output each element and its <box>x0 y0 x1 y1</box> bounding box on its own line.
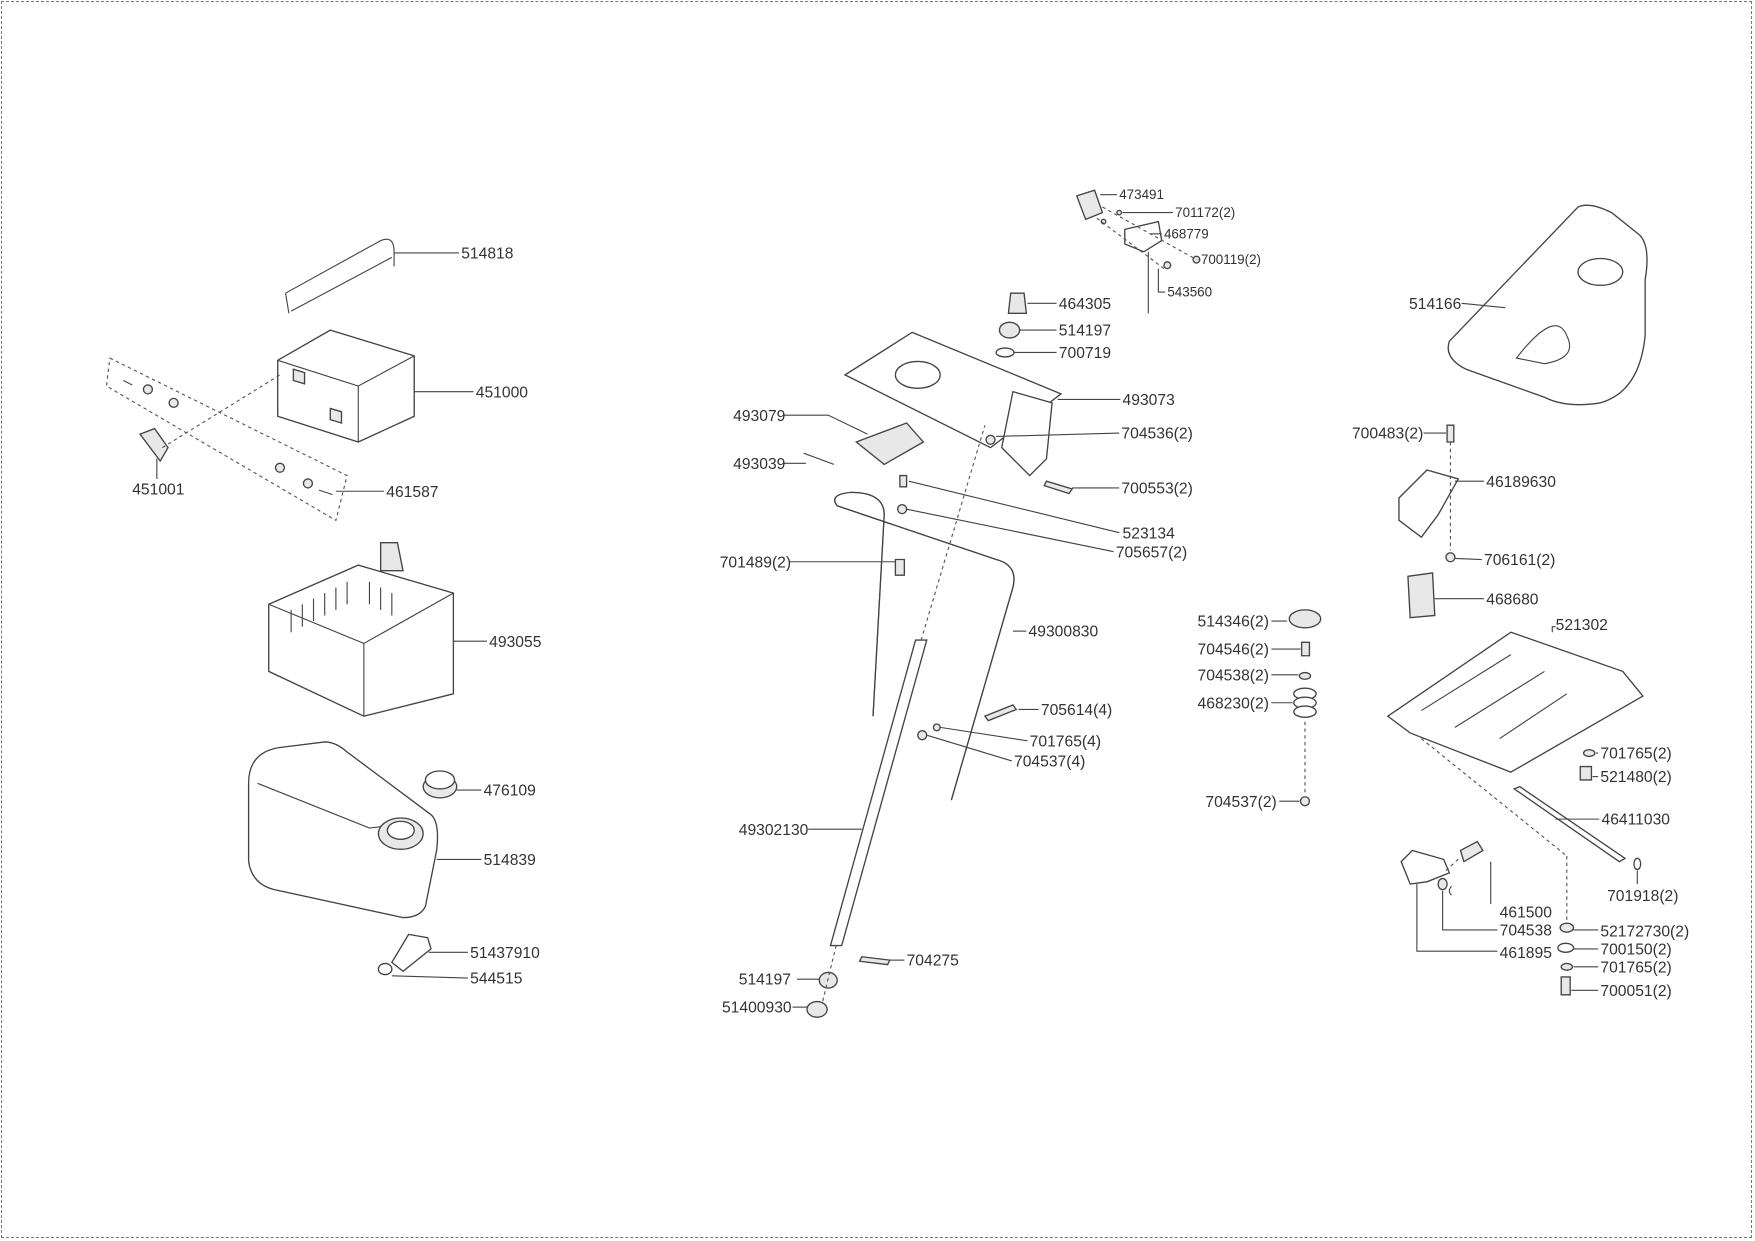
label-701765-4[interactable]: 701765(4) <box>1030 733 1101 750</box>
label-514818[interactable]: 514818 <box>461 245 514 262</box>
label-701918[interactable]: 701918(2) <box>1607 888 1678 905</box>
label-461895[interactable]: 461895 <box>1500 945 1553 962</box>
label-701765-2a[interactable]: 701765(2) <box>1600 746 1671 763</box>
label-51400930[interactable]: 51400930 <box>722 1000 792 1017</box>
label-704537-4[interactable]: 704537(4) <box>1014 754 1085 771</box>
label-468230[interactable]: 468230(2) <box>1198 695 1269 712</box>
label-706161[interactable]: 706161(2) <box>1484 552 1555 569</box>
label-493055[interactable]: 493055 <box>489 634 542 651</box>
label-514197-top[interactable]: 514197 <box>1059 323 1111 340</box>
part-514839-fuel-tank <box>247 741 482 919</box>
part-493079-bracket <box>783 414 925 466</box>
label-704538[interactable]: 704538 <box>1500 923 1553 940</box>
label-514166[interactable]: 514166 <box>1409 296 1462 313</box>
label-464305[interactable]: 464305 <box>1059 296 1112 313</box>
label-451000[interactable]: 451000 <box>476 384 529 401</box>
label-468779[interactable]: 468779 <box>1164 226 1209 241</box>
label-493073[interactable]: 493073 <box>1123 392 1176 409</box>
label-704275[interactable]: 704275 <box>907 953 960 970</box>
label-514346[interactable]: 514346(2) <box>1198 614 1269 631</box>
label-451001[interactable]: 451001 <box>132 482 184 499</box>
label-705657[interactable]: 705657(2) <box>1116 544 1187 561</box>
label-461587[interactable]: 461587 <box>386 484 438 501</box>
label-704536[interactable]: 704536(2) <box>1121 426 1192 443</box>
label-523134[interactable]: 523134 <box>1123 525 1176 542</box>
label-521302[interactable]: 521302 <box>1556 617 1608 634</box>
label-46411030[interactable]: 46411030 <box>1602 812 1671 829</box>
label-704546[interactable]: 704546(2) <box>1198 642 1269 659</box>
label-46189630[interactable]: 46189630 <box>1486 474 1556 491</box>
label-493079[interactable]: 493079 <box>733 408 785 425</box>
label-514197-bottom[interactable]: 514197 <box>739 972 791 989</box>
part-51437910-fuel-hose <box>377 933 468 979</box>
part-521302-seat-plate <box>1386 626 1644 924</box>
part-46411030-rod <box>1512 785 1642 885</box>
part-49302130-steering-shaft <box>792 425 986 1018</box>
label-543560[interactable]: 543560 <box>1167 285 1212 300</box>
label-700119[interactable]: 700119(2) <box>1201 252 1261 267</box>
part-493055-battery-tray <box>268 542 487 717</box>
label-468680[interactable]: 468680 <box>1486 591 1539 608</box>
label-514839[interactable]: 514839 <box>484 852 536 869</box>
label-701489[interactable]: 701489(2) <box>720 554 791 571</box>
part-514818-battery-strap <box>284 238 459 314</box>
part-514166-seat <box>1447 204 1648 406</box>
label-476109[interactable]: 476109 <box>484 783 536 800</box>
part-514346-stack <box>1271 609 1322 807</box>
part-451001-terminal-cover <box>105 357 385 522</box>
part-451000-battery <box>277 329 474 443</box>
label-51437910[interactable]: 51437910 <box>470 945 540 962</box>
label-493039[interactable]: 493039 <box>733 456 785 473</box>
label-701765-2b[interactable]: 701765(2) <box>1600 959 1671 976</box>
label-544515[interactable]: 544515 <box>470 971 523 988</box>
label-461500[interactable]: 461500 <box>1500 905 1553 922</box>
label-701172[interactable]: 701172(2) <box>1175 205 1235 220</box>
part-473491-knob <box>1075 189 1117 221</box>
part-labels: 514818 451000 451001 461587 493055 47610… <box>132 187 1689 1017</box>
part-464305-bushing <box>995 292 1057 358</box>
label-700051[interactable]: 700051(2) <box>1600 983 1671 1000</box>
part-476109-fuel-cap <box>422 770 482 799</box>
label-700719[interactable]: 700719 <box>1059 345 1111 362</box>
part-461895-latch <box>1400 840 1599 996</box>
label-700150[interactable]: 700150(2) <box>1600 942 1671 959</box>
part-493073-steering-plate <box>843 331 1121 477</box>
label-700483[interactable]: 700483(2) <box>1352 426 1423 443</box>
label-49300830[interactable]: 49300830 <box>1029 624 1099 641</box>
label-52172730[interactable]: 52172730(2) <box>1600 924 1689 941</box>
part-46189630-seat-bracket <box>1398 424 1485 619</box>
part-704536-nut <box>985 432 1120 495</box>
label-49302130[interactable]: 49302130 <box>739 822 809 839</box>
label-700553[interactable]: 700553(2) <box>1121 480 1192 497</box>
label-704537-2[interactable]: 704537(2) <box>1205 794 1276 811</box>
label-473491[interactable]: 473491 <box>1119 187 1164 202</box>
label-704538-2[interactable]: 704538(2) <box>1198 667 1269 684</box>
part-468779-bracket <box>1096 206 1201 314</box>
label-521480[interactable]: 521480(2) <box>1600 769 1671 786</box>
label-705614[interactable]: 705614(4) <box>1041 702 1112 719</box>
